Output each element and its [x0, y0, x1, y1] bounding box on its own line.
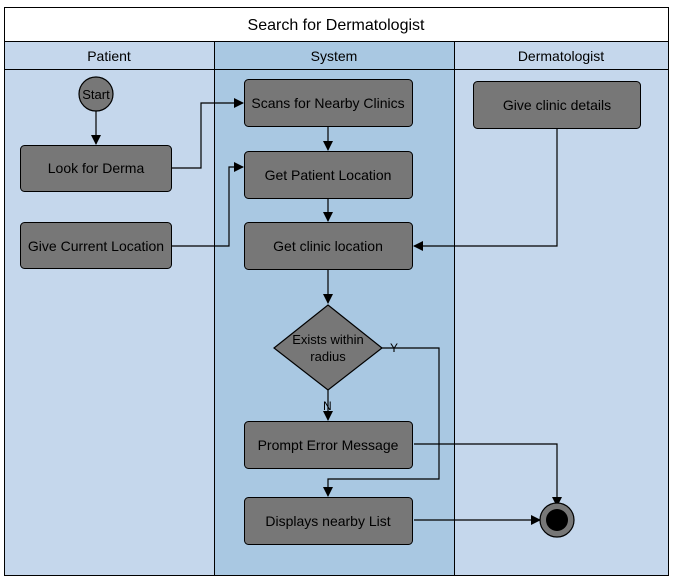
edge-look-scans	[172, 98, 244, 169]
end-node-inner	[546, 509, 568, 531]
action-look-for-derma-label: Look for Derma	[48, 160, 145, 176]
start-node	[78, 76, 114, 112]
action-displays-nearby-list-label: Displays nearby List	[265, 513, 390, 529]
action-prompt-error-message-label: Prompt Error Message	[258, 437, 399, 453]
action-look-for-derma	[20, 145, 172, 192]
edge-give-get-patient	[172, 162, 244, 247]
edge-clinic-details-get-clinic	[413, 129, 558, 251]
edge-decision-yes	[323, 347, 440, 497]
lane-header-patient	[4, 41, 215, 70]
branch-label-yes: Y	[390, 341, 398, 355]
action-displays-nearby-list	[244, 497, 413, 545]
edge-error-end	[414, 443, 562, 507]
connectors	[91, 98, 562, 525]
action-give-current-location-label: Give Current Location	[28, 238, 164, 254]
action-get-patient-location-label: Get Patient Location	[265, 167, 392, 183]
diagram-title: Search for Dermatologist	[248, 17, 426, 34]
action-get-clinic-location-label: Get clinic location	[273, 238, 383, 254]
lane-patient	[4, 41, 215, 576]
lane-label-dermatologist: Dermatologist	[518, 48, 604, 64]
lane-label-patient: Patient	[87, 48, 131, 64]
action-give-current-location	[20, 222, 172, 269]
action-give-clinic-details-label: Give clinic details	[503, 97, 611, 113]
action-get-clinic-location	[244, 222, 413, 270]
action-scans-nearby-clinics-label: Scans for Nearby Clinics	[251, 95, 404, 111]
lane-header-dermatologist	[454, 41, 669, 70]
decision-label-line1: Exists within	[292, 332, 364, 347]
decision-exists-within-radius	[273, 304, 383, 391]
start-label: Start	[82, 87, 110, 102]
decision-label-line2: radius	[310, 349, 346, 364]
title-bar	[4, 7, 669, 42]
lane-label-system: System	[311, 48, 358, 64]
lane-header-system	[214, 41, 455, 70]
branch-label-no: N	[323, 399, 332, 413]
action-scans-nearby-clinics	[244, 79, 413, 127]
lane-dermatologist	[454, 41, 669, 576]
action-give-clinic-details	[473, 81, 641, 129]
action-prompt-error-message	[244, 421, 413, 469]
action-get-patient-location	[244, 151, 413, 199]
